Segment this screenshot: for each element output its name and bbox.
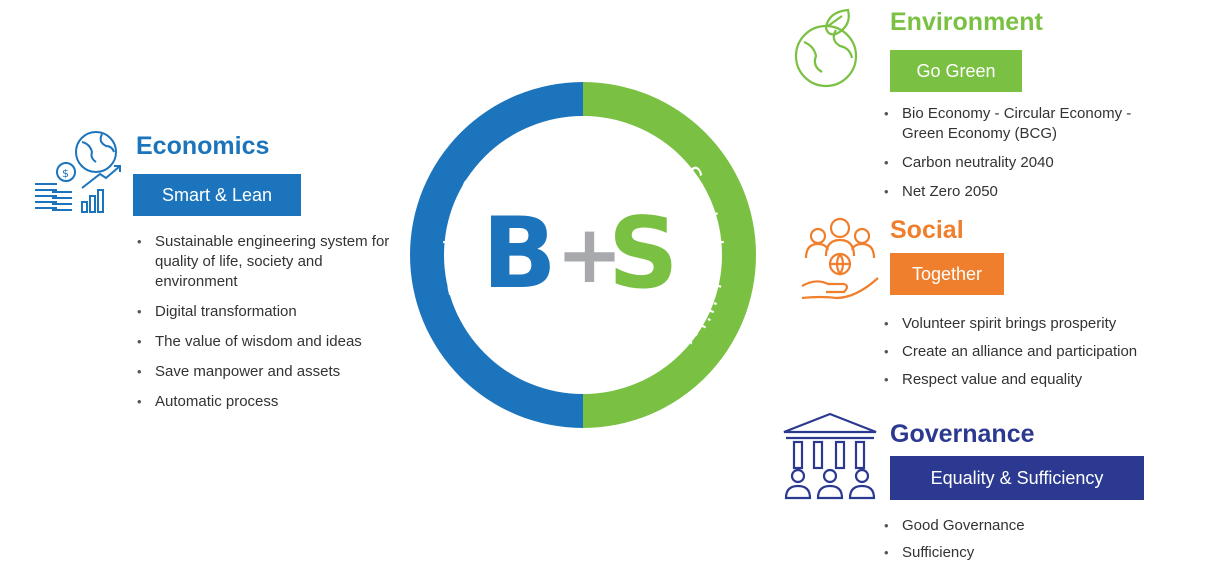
people-hand-globe-icon [801, 217, 879, 300]
list-item: Bio Economy - Circular Economy - Green E… [880, 104, 1142, 144]
economics-list: Sustainable engineering system for quali… [133, 232, 393, 412]
economics-title: Economics [136, 132, 270, 160]
pillars-people-icon [783, 412, 877, 500]
center-letter-s: S [608, 197, 679, 311]
bs-ring-diagram: Business Sustainability B + S [410, 82, 756, 428]
governance-list: Good Governance Sufficiency [880, 516, 1200, 563]
list-item: Good Governance [880, 516, 1200, 536]
svg-text:$: $ [62, 167, 69, 180]
list-item: Automatic process [133, 392, 393, 412]
sustainability-arc [583, 82, 756, 428]
earth-leaf-icon [794, 8, 858, 88]
list-item: Volunteer spirit brings prosperity [880, 314, 1220, 334]
globe-money-growth-icon: $ [35, 131, 121, 213]
environment-list: Bio Economy - Circular Economy - Green E… [880, 104, 1200, 202]
list-item: Sufficiency [880, 543, 1200, 563]
social-list: Volunteer spirit brings prosperity Creat… [880, 314, 1220, 390]
list-item: Respect value and equality [880, 370, 1220, 390]
list-item: Carbon neutrality 2040 [880, 153, 1200, 173]
list-item: Save manpower and assets [133, 362, 393, 382]
environment-title: Environment [890, 8, 1043, 36]
list-item: Digital transformation [133, 302, 393, 322]
economics-tag: Smart & Lean [133, 174, 301, 216]
environment-tag: Go Green [890, 50, 1022, 92]
list-item: The value of wisdom and ideas [133, 332, 393, 352]
list-item: Sustainable engineering system for quali… [133, 232, 393, 292]
list-item: Create an alliance and participation [880, 342, 1220, 362]
governance-title: Governance [890, 420, 1035, 448]
list-item: Net Zero 2050 [880, 182, 1200, 202]
social-title: Social [890, 216, 964, 244]
social-tag: Together [890, 253, 1004, 295]
center-plus: + [556, 208, 623, 301]
business-arc [410, 82, 583, 428]
center-letter-b: B [482, 197, 557, 311]
governance-tag: Equality & Sufficiency [890, 456, 1144, 500]
